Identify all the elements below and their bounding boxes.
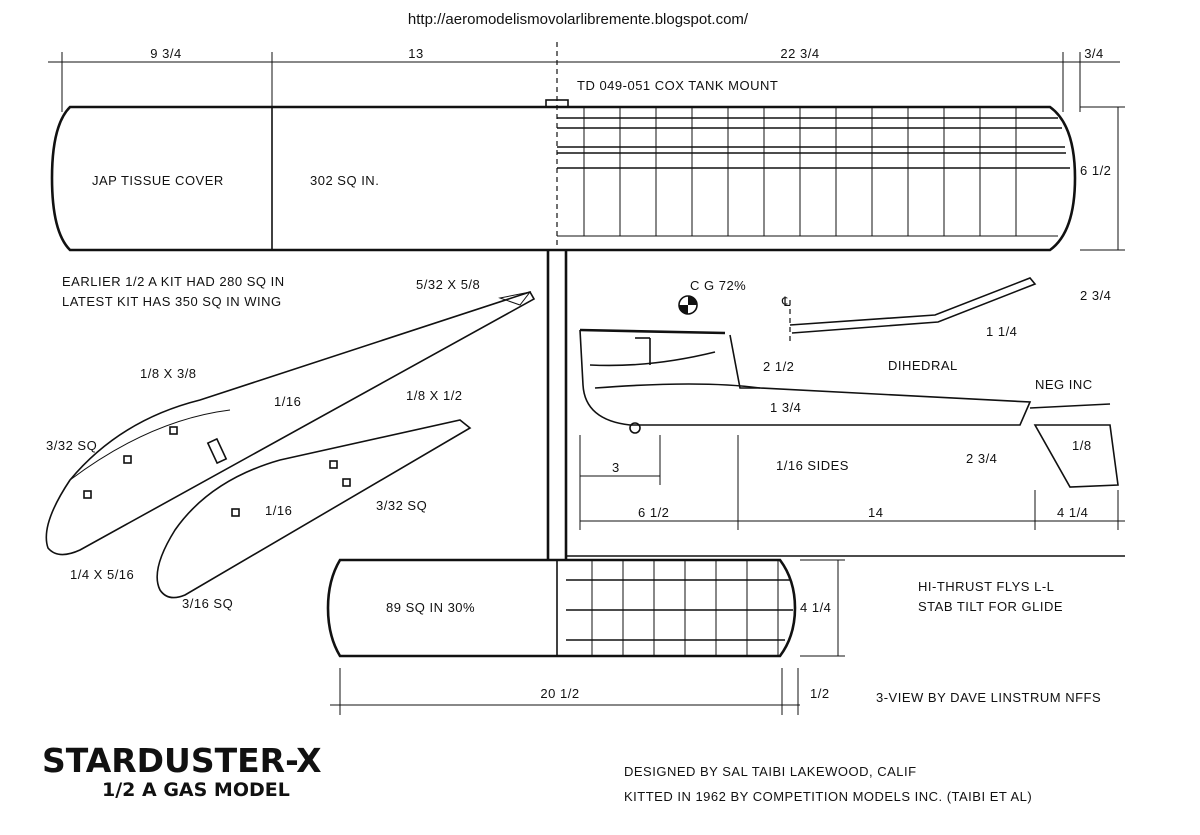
- source-url: http://aeromodelismovolarlibremente.blog…: [408, 11, 749, 28]
- dim-fuselage-depth: 1 3/4: [770, 400, 801, 415]
- dim-tail-length: 4 1/4: [1057, 505, 1088, 520]
- dim-fin-thickness: 1/8: [1072, 438, 1092, 453]
- model-subtitle: 1/2 A GAS MODEL: [102, 779, 290, 801]
- fuselage-side-view: [579, 277, 1119, 488]
- label-sheet-b: 1/16: [265, 503, 292, 518]
- wing-span-dimension-line: [48, 42, 1120, 250]
- trim-note-1: HI-THRUST FLYS L-L: [918, 579, 1054, 594]
- wing-plan-view: [50, 99, 1077, 252]
- centerline-symbol: ℄: [781, 294, 791, 309]
- wing-section-a: [45, 291, 536, 556]
- label-strip-a: 3/32 SQ: [46, 438, 97, 453]
- stab-area-label: 89 SQ IN 30%: [386, 600, 475, 615]
- kit-note-2: LATEST KIT HAS 350 SQ IN WING: [62, 294, 282, 309]
- designer-line: DESIGNED BY SAL TAIBI LAKEWOOD, CALIF: [624, 764, 917, 779]
- sides-label: 1/16 SIDES: [776, 458, 849, 473]
- dim-pylon-height: 2 1/2: [763, 359, 794, 374]
- dim-stab-chord: 4 1/4: [800, 600, 831, 615]
- cg-marker: [678, 295, 698, 315]
- covering-label: JAP TISSUE COVER: [92, 173, 224, 188]
- dim-tail-moment: 14: [868, 505, 883, 520]
- dim-stab-span: 20 1/2: [540, 686, 579, 701]
- stab-dimension-lines: [330, 559, 845, 715]
- dihedral-label: DIHEDRAL: [888, 358, 958, 373]
- dim-fin-height: 2 3/4: [966, 451, 997, 466]
- wing-chord-dimension: [1080, 106, 1125, 251]
- label-le-b: 3/16 SQ: [182, 596, 233, 611]
- dim-wing-left-span: 9 3/4: [150, 46, 181, 61]
- dim-dihedral-rise: 2 3/4: [1080, 288, 1111, 303]
- engine-mount-label: TD 049-051 COX TANK MOUNT: [577, 78, 778, 93]
- label-spar-a: 1/8 X 3/8: [140, 366, 197, 381]
- label-sheet-a: 1/16: [274, 394, 301, 409]
- stabilizer-ribs: [591, 560, 779, 656]
- stabilizer-plan-view: [326, 558, 797, 658]
- dim-nose-to-pylon: 6 1/2: [638, 505, 669, 520]
- dim-nose-length: 3: [612, 460, 620, 475]
- label-strip-b: 3/32 SQ: [376, 498, 427, 513]
- label-spar-b: 1/8 X 1/2: [406, 388, 463, 403]
- wing-area-label: 302 SQ IN.: [310, 173, 379, 188]
- wing-section-b: [156, 419, 472, 599]
- label-le-a: 1/4 X 5/16: [70, 567, 134, 582]
- dim-dihedral-tip: 1 1/4: [986, 324, 1017, 339]
- kit-note-1: EARLIER 1/2 A KIT HAD 280 SQ IN: [62, 274, 285, 289]
- kit-line: KITTED IN 1962 BY COMPETITION MODELS INC…: [624, 789, 1032, 804]
- cg-label: C G 72%: [690, 278, 746, 293]
- dim-wing-chord: 6 1/2: [1080, 163, 1111, 178]
- label-tip-spar: 5/32 X 5/8: [416, 277, 480, 292]
- dim-wing-tip: 3/4: [1084, 46, 1104, 61]
- side-view-dimension-lines: [579, 435, 1125, 530]
- wing-ribs: [583, 107, 1017, 236]
- dim-wing-center-span: 13: [408, 46, 423, 61]
- fuselage-boom-top: [546, 249, 1125, 560]
- trim-note-2: STAB TILT FOR GLIDE: [918, 599, 1063, 614]
- neg-inc-label: NEG INC: [1035, 377, 1093, 392]
- dim-stab-offset: 1/2: [810, 686, 830, 701]
- dim-wing-right-span: 22 3/4: [780, 46, 819, 61]
- model-title: STARDUSTER-X: [42, 741, 322, 780]
- credit-label: 3-VIEW BY DAVE LINSTRUM NFFS: [876, 690, 1101, 705]
